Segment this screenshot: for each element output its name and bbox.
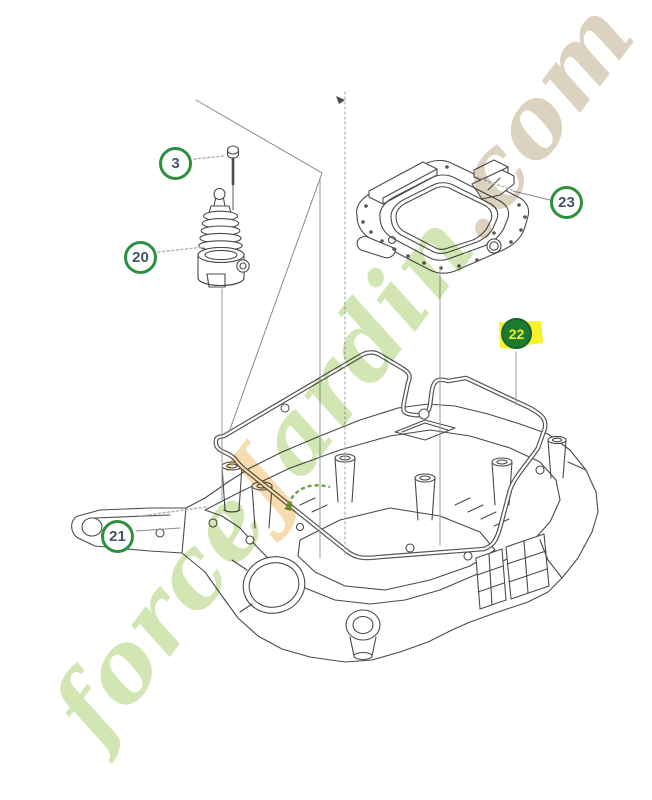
screw-drawing: [226, 145, 240, 211]
direction-arrowhead: [336, 96, 345, 104]
spring-assembly-drawing: [197, 187, 250, 288]
gasket-frame-drawing: [356, 159, 530, 274]
callout-23[interactable]: 23: [550, 186, 583, 219]
callout-21-number: 21: [109, 528, 126, 545]
gasket-bolt-holes: [361, 165, 527, 270]
green-arrow: [284, 484, 331, 511]
callout-3[interactable]: 3: [159, 147, 192, 180]
chassis-drawing: [71, 403, 599, 663]
callout-20[interactable]: 20: [124, 241, 157, 274]
callout-22-selected[interactable]: 22: [501, 318, 532, 349]
seal-ring-drawing: [213, 350, 548, 561]
callout-22-number: 22: [508, 325, 525, 342]
callout-20-number: 20: [132, 249, 149, 266]
callout-21[interactable]: 21: [101, 520, 134, 553]
construction-lines: [135, 91, 551, 559]
callout-23-number: 23: [558, 194, 575, 211]
callout-3-number: 3: [171, 155, 180, 172]
